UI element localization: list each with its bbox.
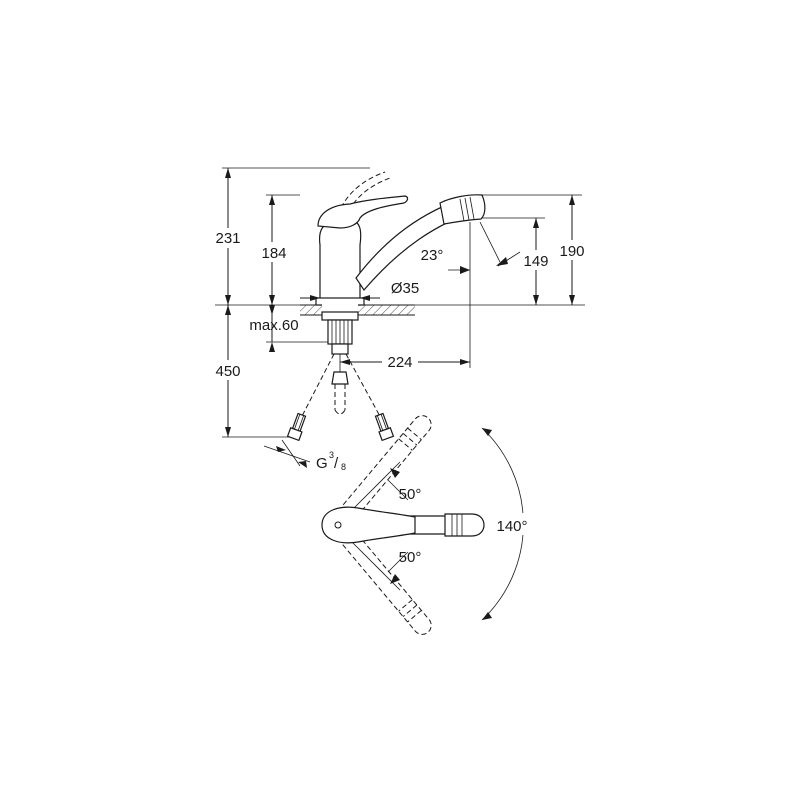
- faucet-side-view: [315, 171, 486, 306]
- dim-35-label: Ø35: [391, 280, 419, 297]
- dim-23-angle: [460, 221, 521, 274]
- dim-190-label: 190: [559, 243, 584, 260]
- faucet-lever: [317, 195, 409, 229]
- swivel-total-label: 140°: [496, 518, 527, 535]
- plan-center-marker: [334, 521, 342, 529]
- dim-35: [300, 295, 380, 301]
- lever-raised-ghost: [337, 171, 386, 216]
- dim-224: [340, 352, 470, 372]
- dim-184-label: 184: [261, 245, 286, 262]
- dim-149-label: 149: [523, 253, 548, 270]
- dim-231-label: 231: [215, 230, 240, 247]
- faucet-body: [318, 219, 362, 306]
- plan-spray-head: [444, 513, 485, 537]
- thread-numerator-label: 3: [329, 450, 334, 460]
- svg-text:/: /: [334, 455, 339, 472]
- dim-23-label: 23°: [421, 247, 444, 264]
- dim-149: [518, 218, 554, 305]
- spray-head: [439, 194, 486, 225]
- plan-body-lever: [321, 506, 416, 544]
- thread-denominator-label: 8: [341, 462, 346, 472]
- mounting-hardware: [286, 311, 395, 442]
- dim-231: [210, 168, 246, 305]
- faucet-plan-view: [321, 415, 524, 635]
- thread-prefix-label: G: [316, 455, 328, 472]
- swing-lower-label: 50°: [399, 549, 422, 566]
- dim-thread: [263, 439, 311, 468]
- dim-224-label: 224: [387, 354, 412, 371]
- dim-190: [555, 195, 591, 305]
- dim-max60-label: max.60: [249, 317, 298, 334]
- dim-max60: [269, 305, 275, 352]
- dim-184: [256, 195, 290, 305]
- dim-450: [210, 305, 246, 437]
- swing-upper-label: 50°: [399, 486, 422, 503]
- dim-450-label: 450: [215, 363, 240, 380]
